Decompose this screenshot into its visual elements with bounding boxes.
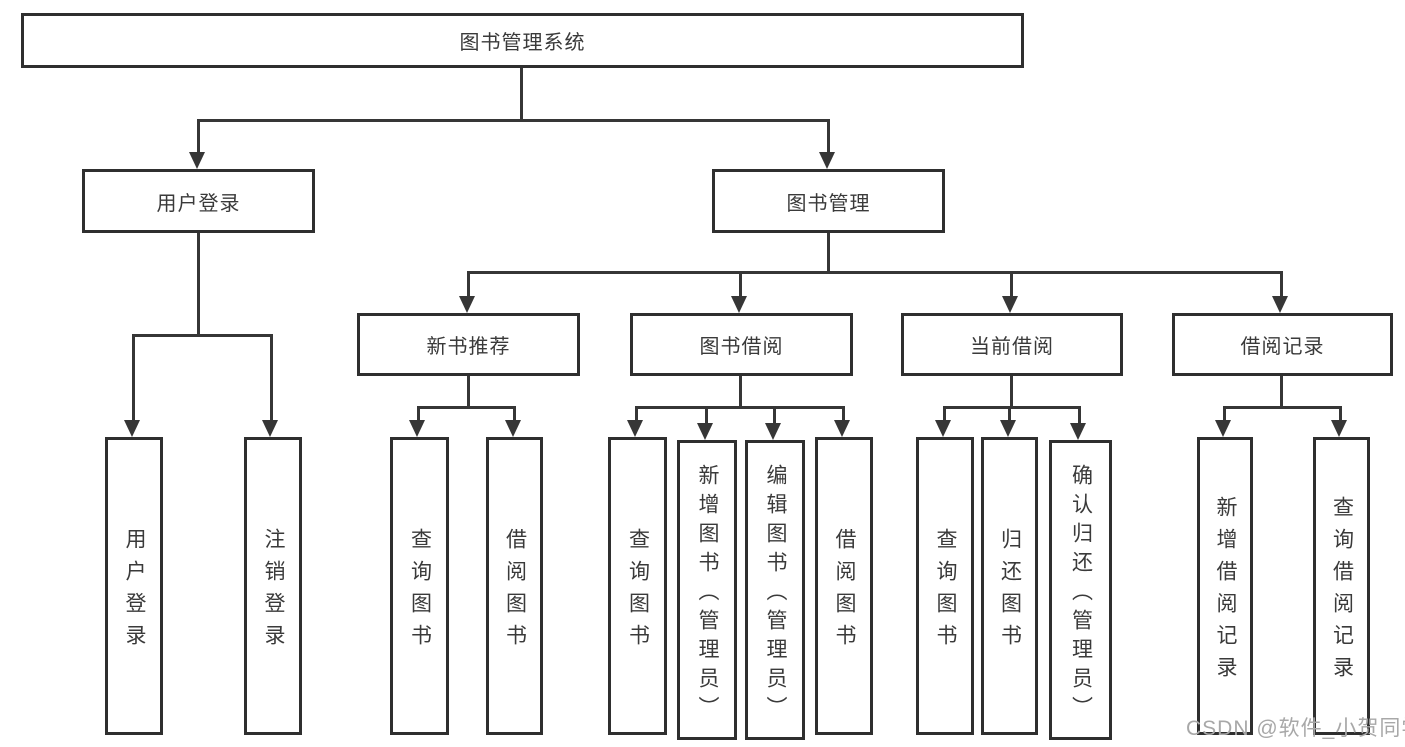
arrow-down-icon [731, 296, 747, 313]
connector-drop-bb-add [705, 406, 708, 426]
leaf-user-login-label: 用户登录 [123, 527, 146, 656]
node-current-borrow-label: 当前借阅 [970, 336, 1054, 358]
connector-drop-book-borrow [739, 271, 742, 297]
arrow-down-icon [262, 420, 278, 437]
arrow-down-icon [409, 420, 425, 437]
leaf-br-add-record: 新增借阅记录 [1197, 437, 1253, 735]
connector-book-mgmt-stem [827, 233, 830, 274]
connector-user-login-stem [197, 233, 200, 334]
leaf-bb-add-book-admin: 新增图书（管理员） [677, 440, 737, 740]
connector-drop-cb-return [1008, 406, 1011, 424]
connector-user-login-bus [132, 334, 273, 337]
leaf-bb-borrow-book: 借阅图书 [815, 437, 873, 735]
connector-book-borrow-stem [739, 376, 742, 409]
arrow-down-icon [1331, 420, 1347, 437]
connector-drop-new-book-rec [467, 271, 470, 297]
leaf-user-login: 用户登录 [105, 437, 163, 735]
leaf-nb-borrow-book-label: 借阅图书 [503, 527, 527, 656]
arrow-down-icon [697, 423, 713, 440]
connector-current-borrow-stem [1010, 376, 1013, 409]
arrow-down-icon [505, 420, 521, 437]
leaf-cb-query-book-label: 查询图书 [934, 527, 957, 656]
connector-root-stem [520, 68, 523, 119]
arrow-down-icon [935, 420, 951, 437]
leaf-logout: 注销登录 [244, 437, 302, 735]
node-user-login-label: 用户登录 [156, 192, 241, 215]
connector-drop-bb-borrow [842, 406, 845, 424]
connector-drop-current-borrow [1010, 271, 1013, 297]
connector-new-book-rec-stem [467, 376, 470, 409]
node-root-label: 图书管理系统 [459, 32, 586, 54]
leaf-br-add-record-label: 新增借阅记录 [1214, 495, 1237, 688]
leaf-nb-borrow-book: 借阅图书 [486, 437, 543, 735]
arrow-down-icon [819, 152, 835, 169]
node-book-mgmt: 图书管理 [712, 169, 945, 233]
leaf-cb-confirm-return-admin: 确认归还（管理员） [1049, 440, 1112, 740]
leaf-br-query-record-label: 查询借阅记录 [1330, 495, 1354, 688]
connector-drop-borrow-record [1280, 271, 1283, 297]
arrow-down-icon [459, 296, 475, 313]
node-book-mgmt-label: 图书管理 [786, 192, 871, 215]
arrow-down-icon [834, 420, 850, 437]
leaf-bb-query-book: 查询图书 [608, 437, 667, 735]
connector-drop-cb-confirm [1078, 406, 1081, 426]
leaf-nb-query-book-label: 查询图书 [408, 527, 432, 656]
arrow-down-icon [765, 423, 781, 440]
connector-drop-br-query [1339, 406, 1342, 424]
leaf-bb-borrow-book-label: 借阅图书 [833, 527, 856, 656]
connector-level2-bus [197, 119, 830, 122]
node-root-library-system: 图书管理系统 [21, 13, 1024, 68]
node-borrow-record-label: 借阅记录 [1240, 336, 1325, 358]
connector-drop-book-mgmt [827, 119, 830, 153]
node-borrow-record: 借阅记录 [1172, 313, 1393, 376]
leaf-cb-confirm-return-admin-label: 确认归还（管理员） [1069, 463, 1093, 725]
connector-borrow-record-bus [1223, 406, 1342, 409]
connector-drop-cb-query [943, 406, 946, 424]
node-new-book-rec: 新书推荐 [357, 313, 580, 376]
arrow-down-icon [189, 152, 205, 169]
connector-drop-br-add [1223, 406, 1226, 424]
connector-drop-leaf-user-login [132, 334, 135, 423]
leaf-bb-edit-book-admin-label: 编辑图书（管理员） [764, 463, 787, 725]
leaf-bb-query-book-label: 查询图书 [626, 527, 650, 656]
node-new-book-rec-label: 新书推荐 [426, 336, 511, 358]
leaf-cb-return-book-label: 归还图书 [998, 527, 1022, 656]
node-book-borrow: 图书借阅 [630, 313, 853, 376]
arrow-down-icon [1000, 420, 1016, 437]
arrow-down-icon [1002, 296, 1018, 313]
leaf-nb-query-book: 查询图书 [390, 437, 449, 735]
connector-book-borrow-bus [635, 406, 845, 409]
leaf-cb-return-book: 归还图书 [981, 437, 1038, 735]
connector-drop-leaf-logout [270, 334, 273, 423]
leaf-cb-query-book: 查询图书 [916, 437, 974, 735]
arrow-down-icon [124, 420, 140, 437]
leaf-bb-edit-book-admin: 编辑图书（管理员） [745, 440, 805, 740]
connector-borrow-record-stem [1280, 376, 1283, 409]
node-book-borrow-label: 图书借阅 [699, 336, 784, 358]
node-user-login: 用户登录 [82, 169, 315, 233]
connector-drop-user-login [197, 119, 200, 153]
csdn-watermark: CSDN @软件_小贺同学 [1186, 717, 1405, 740]
connector-current-borrow-bus [943, 406, 1081, 409]
arrow-down-icon [1215, 420, 1231, 437]
connector-drop-bb-query [635, 406, 638, 424]
arrow-down-icon [1272, 296, 1288, 313]
leaf-logout-label: 注销登录 [262, 527, 285, 656]
connector-new-book-rec-bus [417, 406, 516, 409]
connector-drop-nb-borrow [513, 406, 516, 424]
connector-drop-bb-edit [773, 406, 776, 426]
connector-level3-bus [467, 271, 1283, 274]
leaf-bb-add-book-admin-label: 新增图书（管理员） [696, 463, 719, 725]
arrow-down-icon [1070, 423, 1086, 440]
leaf-br-query-record: 查询借阅记录 [1313, 437, 1370, 735]
arrow-down-icon [627, 420, 643, 437]
node-current-borrow: 当前借阅 [901, 313, 1123, 376]
connector-drop-nb-query [417, 406, 420, 424]
